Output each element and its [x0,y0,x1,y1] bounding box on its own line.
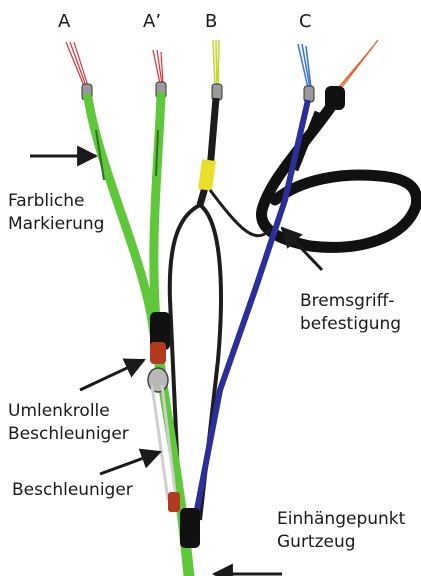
a-lines [66,42,163,86]
callout-line: Einhängepunkt [277,508,405,531]
b-lines [213,40,219,86]
callout-line: Markierung [8,213,104,236]
quick-links [82,82,314,102]
riser-label-c: C [299,10,312,33]
callout-line: befestigung [300,313,401,336]
callout-bremsgriff-befestigung: Bremsgriff- befestigung [300,290,401,336]
speed-bar-pulley [148,312,170,392]
arrow-beschleuniger [100,452,160,474]
callout-line: Farbliche [8,190,104,213]
callout-line: Umlenkrolle [8,400,129,423]
callout-farbliche-markierung: Farbliche Markierung [8,190,104,236]
callout-umlenkrolle: Umlenkrolle Beschleuniger [8,400,129,446]
hang-point-loop [180,508,200,548]
callout-beschleuniger: Beschleuniger [12,479,133,502]
speed-bar-connector [168,492,180,512]
riser-label-a: A [58,10,70,33]
brake-line [335,40,378,92]
brake-handle [262,108,417,247]
callout-line: Beschleuniger [8,423,129,446]
b-riser [170,98,270,520]
callout-line: Gurtzeug [277,531,405,554]
riser-label-a-prime: A’ [143,10,161,33]
riser-label-b: B [205,10,217,33]
c-lines [298,44,311,88]
arrow-umlenkrolle [80,360,144,390]
callout-einhaengepunkt: Einhängepunkt Gurtzeug [277,508,405,554]
callout-line: Bremsgriff- [300,290,401,313]
